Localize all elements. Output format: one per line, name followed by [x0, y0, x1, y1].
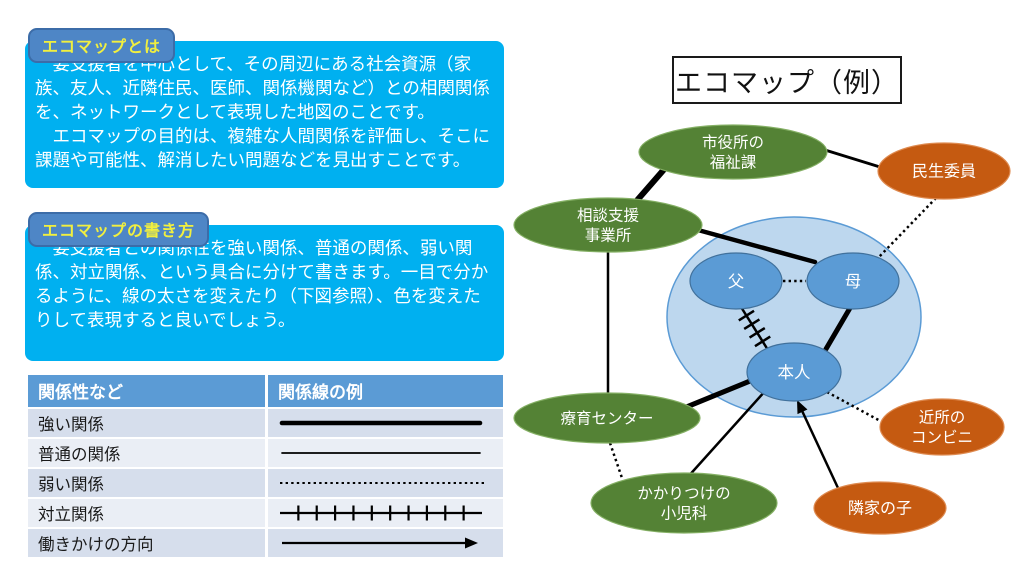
legend-row-normal: 普通の関係	[28, 439, 503, 467]
ecomap-howto-tab: エコマップの書き方	[28, 212, 210, 247]
node-label-ryouiku: 療育センター	[560, 409, 653, 427]
node-label-honnin: 本人	[778, 363, 811, 382]
ecomap-definition-paragraph-2: エコマップの目的は、複雑な人間関係を評価し、そこに課題や可能性、解消したい問題な…	[35, 126, 490, 170]
node-label-soudan: 相談支援事業所	[577, 206, 640, 244]
legend-row-weak: 弱い関係	[28, 469, 503, 497]
edge-ryouiku-kakaritsuke	[608, 442, 624, 479]
legend-row-arrow: 働きかけの方向	[28, 529, 503, 557]
legend-sample-arrow	[265, 529, 503, 557]
sample-arrow-line	[281, 537, 478, 549]
edge-kakaritsuke-honnin	[684, 388, 768, 481]
edge-minsei-haha	[877, 197, 937, 259]
legend-label-arrow: 働きかけの方向	[28, 529, 265, 557]
ecomap-definition-paragraph-1: 要支援者を中心として、その周辺にある社会資源（家族、友人、近隣住民、医師、関係機…	[35, 54, 490, 122]
legend-sample-strong	[265, 409, 503, 437]
legend-label-strong: 強い関係	[28, 409, 265, 437]
edge-ryouiku-honnin	[681, 378, 753, 411]
ecomap-definition-box: 要支援者を中心として、その周辺にある社会資源（家族、友人、近隣住民、医師、関係機…	[25, 41, 504, 188]
legend-row-strong: 強い関係	[28, 409, 503, 437]
edge-ringa-honnin	[797, 400, 840, 489]
edge-shiyakusho-soudan	[630, 163, 670, 208]
ecomap-howto-box: 要支援者との関係性を強い関係、普通の関係、弱い関係、対立関係、という具合に分けて…	[25, 225, 504, 361]
node-label-kakaritsuke: かかりつけの小児科	[637, 485, 730, 522]
legend-label-normal: 普通の関係	[28, 439, 265, 467]
legend-sample-normal	[265, 439, 503, 467]
legend-label-weak: 弱い関係	[28, 469, 265, 497]
sample-conflict-line	[279, 505, 482, 521]
node-label-chichi: 父	[728, 273, 745, 291]
node-label-ringa: 隣家の子	[848, 500, 912, 518]
edge-haha-honnin	[823, 305, 853, 352]
legend-header-row: 関係性など 関係線の例	[28, 375, 503, 407]
node-haha	[806, 252, 900, 310]
node-honnin	[746, 342, 842, 402]
node-chichi	[689, 252, 783, 310]
edge-chichi-honnin	[738, 306, 771, 351]
legend-sample-conflict	[265, 499, 503, 527]
node-konbini	[879, 398, 1005, 456]
node-label-minsei: 民生委員	[912, 163, 976, 181]
node-label-shiyakusho: 市役所の福祉課	[702, 133, 764, 171]
node-ringa	[813, 481, 947, 535]
node-label-konbini: 近所のコンビニ	[911, 408, 973, 446]
legend-table-body: 強い関係普通の関係弱い関係対立関係働きかけの方向	[28, 409, 503, 557]
legend-header-line-example: 関係線の例	[265, 375, 503, 407]
ecomap-definition-tab: エコマップとは	[28, 28, 176, 63]
legend-label-conflict: 対立関係	[28, 499, 265, 527]
diagram-title: エコマップ（例）	[672, 56, 902, 104]
node-ryouiku	[513, 392, 701, 444]
node-minsei	[877, 142, 1011, 200]
legend-header-relationship: 関係性など	[28, 375, 265, 407]
ecomap-howto-paragraph-1: 要支援者との関係性を強い関係、普通の関係、弱い関係、対立関係、という具合に分けて…	[35, 238, 489, 330]
edge-shiyakusho-minsei	[823, 148, 882, 169]
legend-row-conflict: 対立関係	[28, 499, 503, 527]
relationship-legend-table: 関係性など 関係線の例 強い関係普通の関係弱い関係対立関係働きかけの方向	[28, 373, 503, 559]
edge-soudan-haha	[695, 227, 818, 265]
node-soudan	[513, 197, 703, 253]
node-kakaritsuke	[590, 472, 778, 534]
legend-sample-weak	[265, 469, 503, 497]
node-label-haha: 母	[845, 273, 862, 291]
node-shiyakusho	[638, 124, 828, 180]
